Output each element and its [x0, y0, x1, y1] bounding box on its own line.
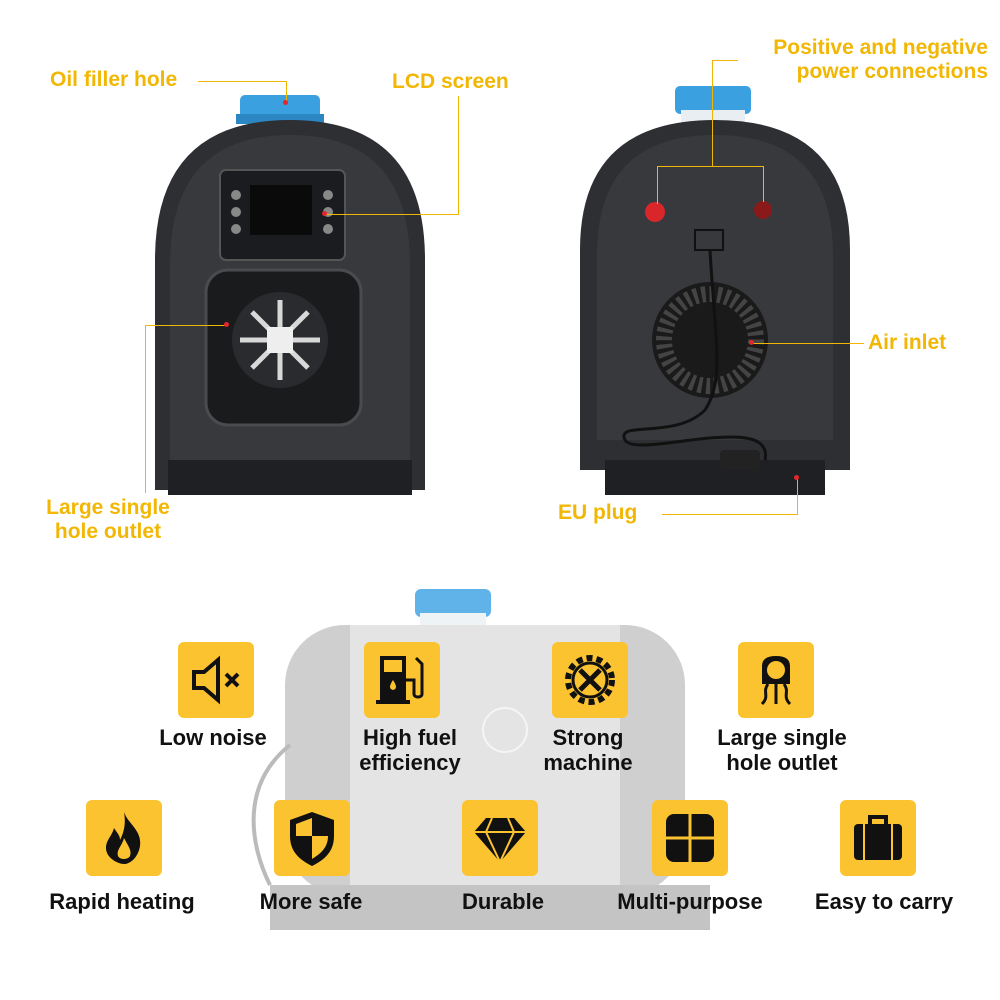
feature-tile-outlet	[738, 642, 814, 718]
gear-tools-icon	[565, 655, 615, 705]
feature-label-multi-purpose: Multi-purpose	[617, 889, 762, 914]
feature-tile-more-safe	[274, 800, 350, 876]
feature-label-line: Rapid heating	[49, 889, 195, 914]
feature-label-low-noise: Low noise	[159, 725, 267, 750]
feature-label-line: hole outlet	[726, 750, 838, 775]
feature-label-durable: Durable	[462, 889, 544, 914]
feature-label-line: efficiency	[359, 750, 461, 775]
feature-label-line: Easy to carry	[814, 889, 954, 914]
feature-label-line: Low noise	[159, 725, 267, 750]
feature-tile-durable	[462, 800, 538, 876]
fuel-pump-icon	[376, 656, 424, 704]
feature-tile-rapid-heating	[86, 800, 162, 876]
feature-tile-easy-to-carry	[840, 800, 916, 876]
callout-outlet-line1: Large single	[46, 496, 170, 519]
feature-label-line: Strong	[552, 725, 624, 750]
feature-label-line: machine	[543, 750, 633, 775]
feature-label-more-safe: More safe	[260, 889, 363, 914]
callout-power-line1: Positive and negative	[773, 36, 988, 59]
outlet-icon	[760, 656, 792, 706]
feature-tile-multi-purpose	[652, 800, 728, 876]
feature-label-line: Durable	[462, 889, 544, 914]
feature-tile-low-noise	[178, 642, 254, 718]
feature-tile-fuel-efficiency	[364, 642, 440, 718]
feature-tile-strong-machine	[552, 642, 628, 718]
feature-label-line: Large single	[717, 725, 847, 750]
callout-oil-filler: Oil filler hole	[50, 68, 178, 91]
callout-air-inlet: Air inlet	[868, 331, 947, 354]
feature-label-line: More safe	[259, 889, 363, 914]
heater-front-image	[155, 95, 425, 495]
callout-outlet-line2: hole outlet	[54, 520, 162, 543]
grid-icon	[666, 814, 714, 862]
heater-back-image	[580, 86, 850, 495]
feature-label-easy-to-carry: Easy to carry	[815, 889, 953, 914]
callout-eu-plug: EU plug	[558, 501, 638, 524]
callout-lcd-screen: LCD screen	[392, 70, 509, 93]
suitcase-icon	[854, 815, 902, 860]
callout-power-line2: power connections	[796, 60, 988, 83]
feature-label-rapid-heating: Rapid heating	[49, 889, 194, 914]
feature-label-line: Multi-purpose	[617, 889, 763, 914]
flame-icon	[106, 812, 141, 864]
callout-outlet: Large single hole outlet	[38, 496, 178, 544]
diamond-icon	[474, 817, 526, 865]
callout-power-connections: Positive and negative power connections	[773, 36, 988, 84]
mute-speaker-icon	[192, 655, 240, 705]
shield-icon	[290, 812, 334, 866]
feature-label-line: High fuel	[362, 725, 458, 750]
